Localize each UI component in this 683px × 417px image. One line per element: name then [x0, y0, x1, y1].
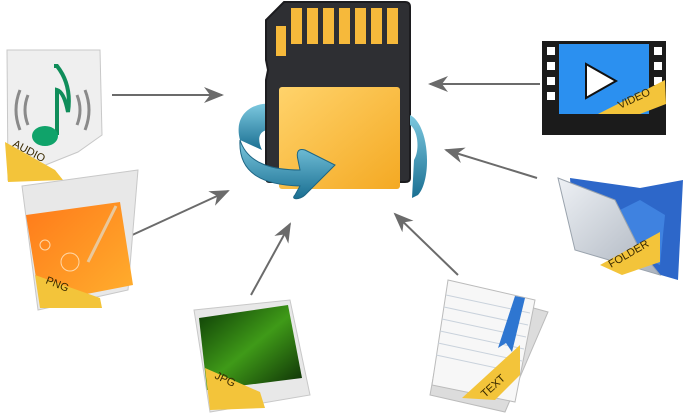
arrow-text [393, 212, 459, 276]
text-file-icon: TEXT [429, 279, 549, 413]
sd-card-icon [238, 1, 428, 200]
arrows [112, 76, 540, 296]
arrow-jpg [250, 222, 291, 296]
video-file-icon: VIDEO [542, 41, 666, 135]
arrow-folder [444, 147, 538, 179]
folder-icon: FOLDER [557, 177, 683, 280]
arrow-png [129, 190, 230, 237]
png-file-icon: PNG [21, 169, 139, 311]
audio-file-icon: AUDIO [5, 49, 103, 182]
jpg-file-icon: JPG [193, 299, 311, 413]
